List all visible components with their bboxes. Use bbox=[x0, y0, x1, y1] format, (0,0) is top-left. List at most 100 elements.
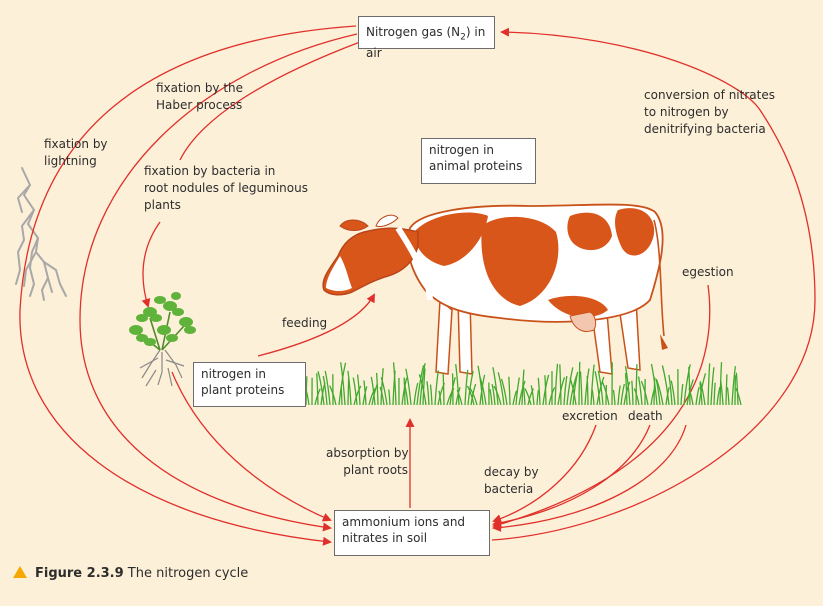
grass-blade bbox=[707, 363, 711, 406]
grass-blade bbox=[363, 380, 367, 406]
grass-blade bbox=[554, 363, 559, 406]
grass-blade bbox=[438, 390, 442, 406]
grass-blade bbox=[591, 389, 595, 406]
grass-blade bbox=[317, 371, 325, 406]
cycle-arrows bbox=[19, 25, 816, 546]
arrow-excretion bbox=[492, 424, 597, 523]
grass-blade bbox=[597, 370, 604, 406]
grass-blade bbox=[324, 370, 331, 406]
grass-blade bbox=[725, 374, 728, 406]
grass-blade bbox=[497, 372, 505, 406]
label-bacteria-nodules: fixation by bacteria in root nodules of … bbox=[144, 163, 308, 214]
grass-blade bbox=[492, 367, 499, 406]
grass-blade bbox=[380, 377, 388, 406]
grass-blade bbox=[442, 373, 445, 406]
grass-blade bbox=[699, 381, 706, 406]
grass-blade bbox=[370, 376, 376, 406]
label-decay-line-1: decay by bbox=[484, 465, 539, 479]
grass-blade bbox=[479, 375, 487, 406]
caption-figure-number: Figure 2.3.9 bbox=[35, 566, 124, 581]
plant-proteins-line-2: plant proteins bbox=[201, 383, 285, 397]
grass-blade bbox=[489, 388, 493, 406]
grass-blade bbox=[456, 389, 463, 406]
grass-blade bbox=[429, 384, 433, 406]
plant-proteins-box: nitrogen in plant proteins bbox=[193, 362, 306, 407]
label-haber-line-1: fixation by the bbox=[156, 81, 244, 95]
nitrogen-gas-label-suffix: ) in air bbox=[366, 25, 486, 61]
grass-blade bbox=[680, 384, 684, 406]
label-denitrifying-line-1: conversion of nitrates bbox=[644, 88, 775, 102]
animal-proteins-line-2: animal proteins bbox=[429, 159, 523, 173]
grass-blade bbox=[403, 382, 409, 406]
nitrogen-gas-box: Nitrogen gas (N2) in air bbox=[358, 16, 495, 60]
cow-illustration bbox=[322, 203, 668, 375]
animal-proteins-box: nitrogen in animal proteins bbox=[421, 138, 536, 184]
grass-blade bbox=[479, 374, 486, 406]
arrow-soil-to-air-denitrify bbox=[491, 27, 816, 541]
grass-blade bbox=[379, 386, 385, 406]
label-absorption-line-2: plant roots bbox=[343, 463, 408, 477]
label-lightning-line-2: lightning bbox=[44, 154, 97, 168]
label-excretion: excretion bbox=[562, 409, 618, 423]
grass-blade bbox=[405, 368, 412, 406]
grass-blade bbox=[426, 381, 430, 406]
plant-proteins-line-1: nitrogen in bbox=[201, 367, 267, 381]
nitrogen-gas-label-subscript: 2 bbox=[460, 32, 466, 43]
ammonium-nitrates-box: ammonium ions and nitrates in soil bbox=[334, 510, 490, 556]
grass-blade bbox=[524, 388, 532, 406]
grass-blade bbox=[624, 372, 628, 406]
grass-blade bbox=[670, 380, 676, 406]
grass-blade bbox=[392, 362, 397, 406]
leguminous-plant-illustration bbox=[129, 292, 196, 387]
grass-blade bbox=[403, 377, 406, 406]
grass-blade bbox=[566, 367, 574, 406]
grass-blade bbox=[650, 363, 658, 406]
grass-blade bbox=[352, 377, 358, 406]
grass-blade bbox=[624, 365, 631, 406]
ammonium-line-1: ammonium ions and bbox=[342, 515, 466, 529]
grass-blade bbox=[455, 364, 460, 406]
grass-blade bbox=[633, 388, 640, 406]
grass-blade bbox=[661, 365, 670, 406]
grass-blade bbox=[329, 385, 337, 406]
grass-blade bbox=[668, 374, 673, 406]
grass-blade bbox=[434, 370, 439, 406]
grass-blade bbox=[522, 382, 526, 406]
grass-blade bbox=[699, 382, 703, 406]
grass-blade bbox=[731, 366, 737, 406]
arrow-feeding bbox=[257, 293, 375, 357]
grass-blade bbox=[469, 388, 478, 406]
grass-blade bbox=[508, 376, 511, 406]
grass-blade bbox=[596, 376, 605, 406]
grass-blade bbox=[688, 366, 691, 406]
grass-blade bbox=[512, 390, 518, 406]
grass-blade bbox=[491, 383, 496, 406]
label-lightning: fixation by lightning bbox=[44, 136, 108, 170]
grass-blade bbox=[338, 362, 347, 406]
grass-blade bbox=[419, 363, 426, 406]
caption-text: The nitrogen cycle bbox=[123, 566, 249, 581]
grass-blade bbox=[620, 383, 625, 406]
grass-blade bbox=[416, 365, 425, 406]
grass-blade bbox=[569, 377, 577, 406]
grass-blade bbox=[584, 368, 590, 406]
grass-blade bbox=[655, 379, 664, 406]
label-denitrifying: conversion of nitrates to nitrogen by de… bbox=[644, 87, 775, 138]
grass-blade bbox=[594, 371, 601, 406]
label-decay: decay by bacteria bbox=[484, 464, 539, 498]
label-absorption: absorption by plant roots bbox=[326, 445, 409, 479]
grass-blade bbox=[572, 371, 579, 406]
grass-blade bbox=[716, 386, 721, 406]
grass-blade bbox=[537, 377, 541, 406]
grass-blade bbox=[493, 385, 502, 406]
grass-blade bbox=[640, 380, 649, 406]
label-feeding: feeding bbox=[282, 316, 328, 330]
label-death: death bbox=[628, 409, 663, 423]
grass-blade bbox=[340, 387, 343, 406]
lightning-illustration bbox=[15, 167, 67, 301]
grass-blade bbox=[368, 388, 376, 406]
grass-blade bbox=[720, 380, 724, 406]
grass-blade bbox=[683, 364, 691, 406]
grass-blade bbox=[544, 375, 547, 406]
